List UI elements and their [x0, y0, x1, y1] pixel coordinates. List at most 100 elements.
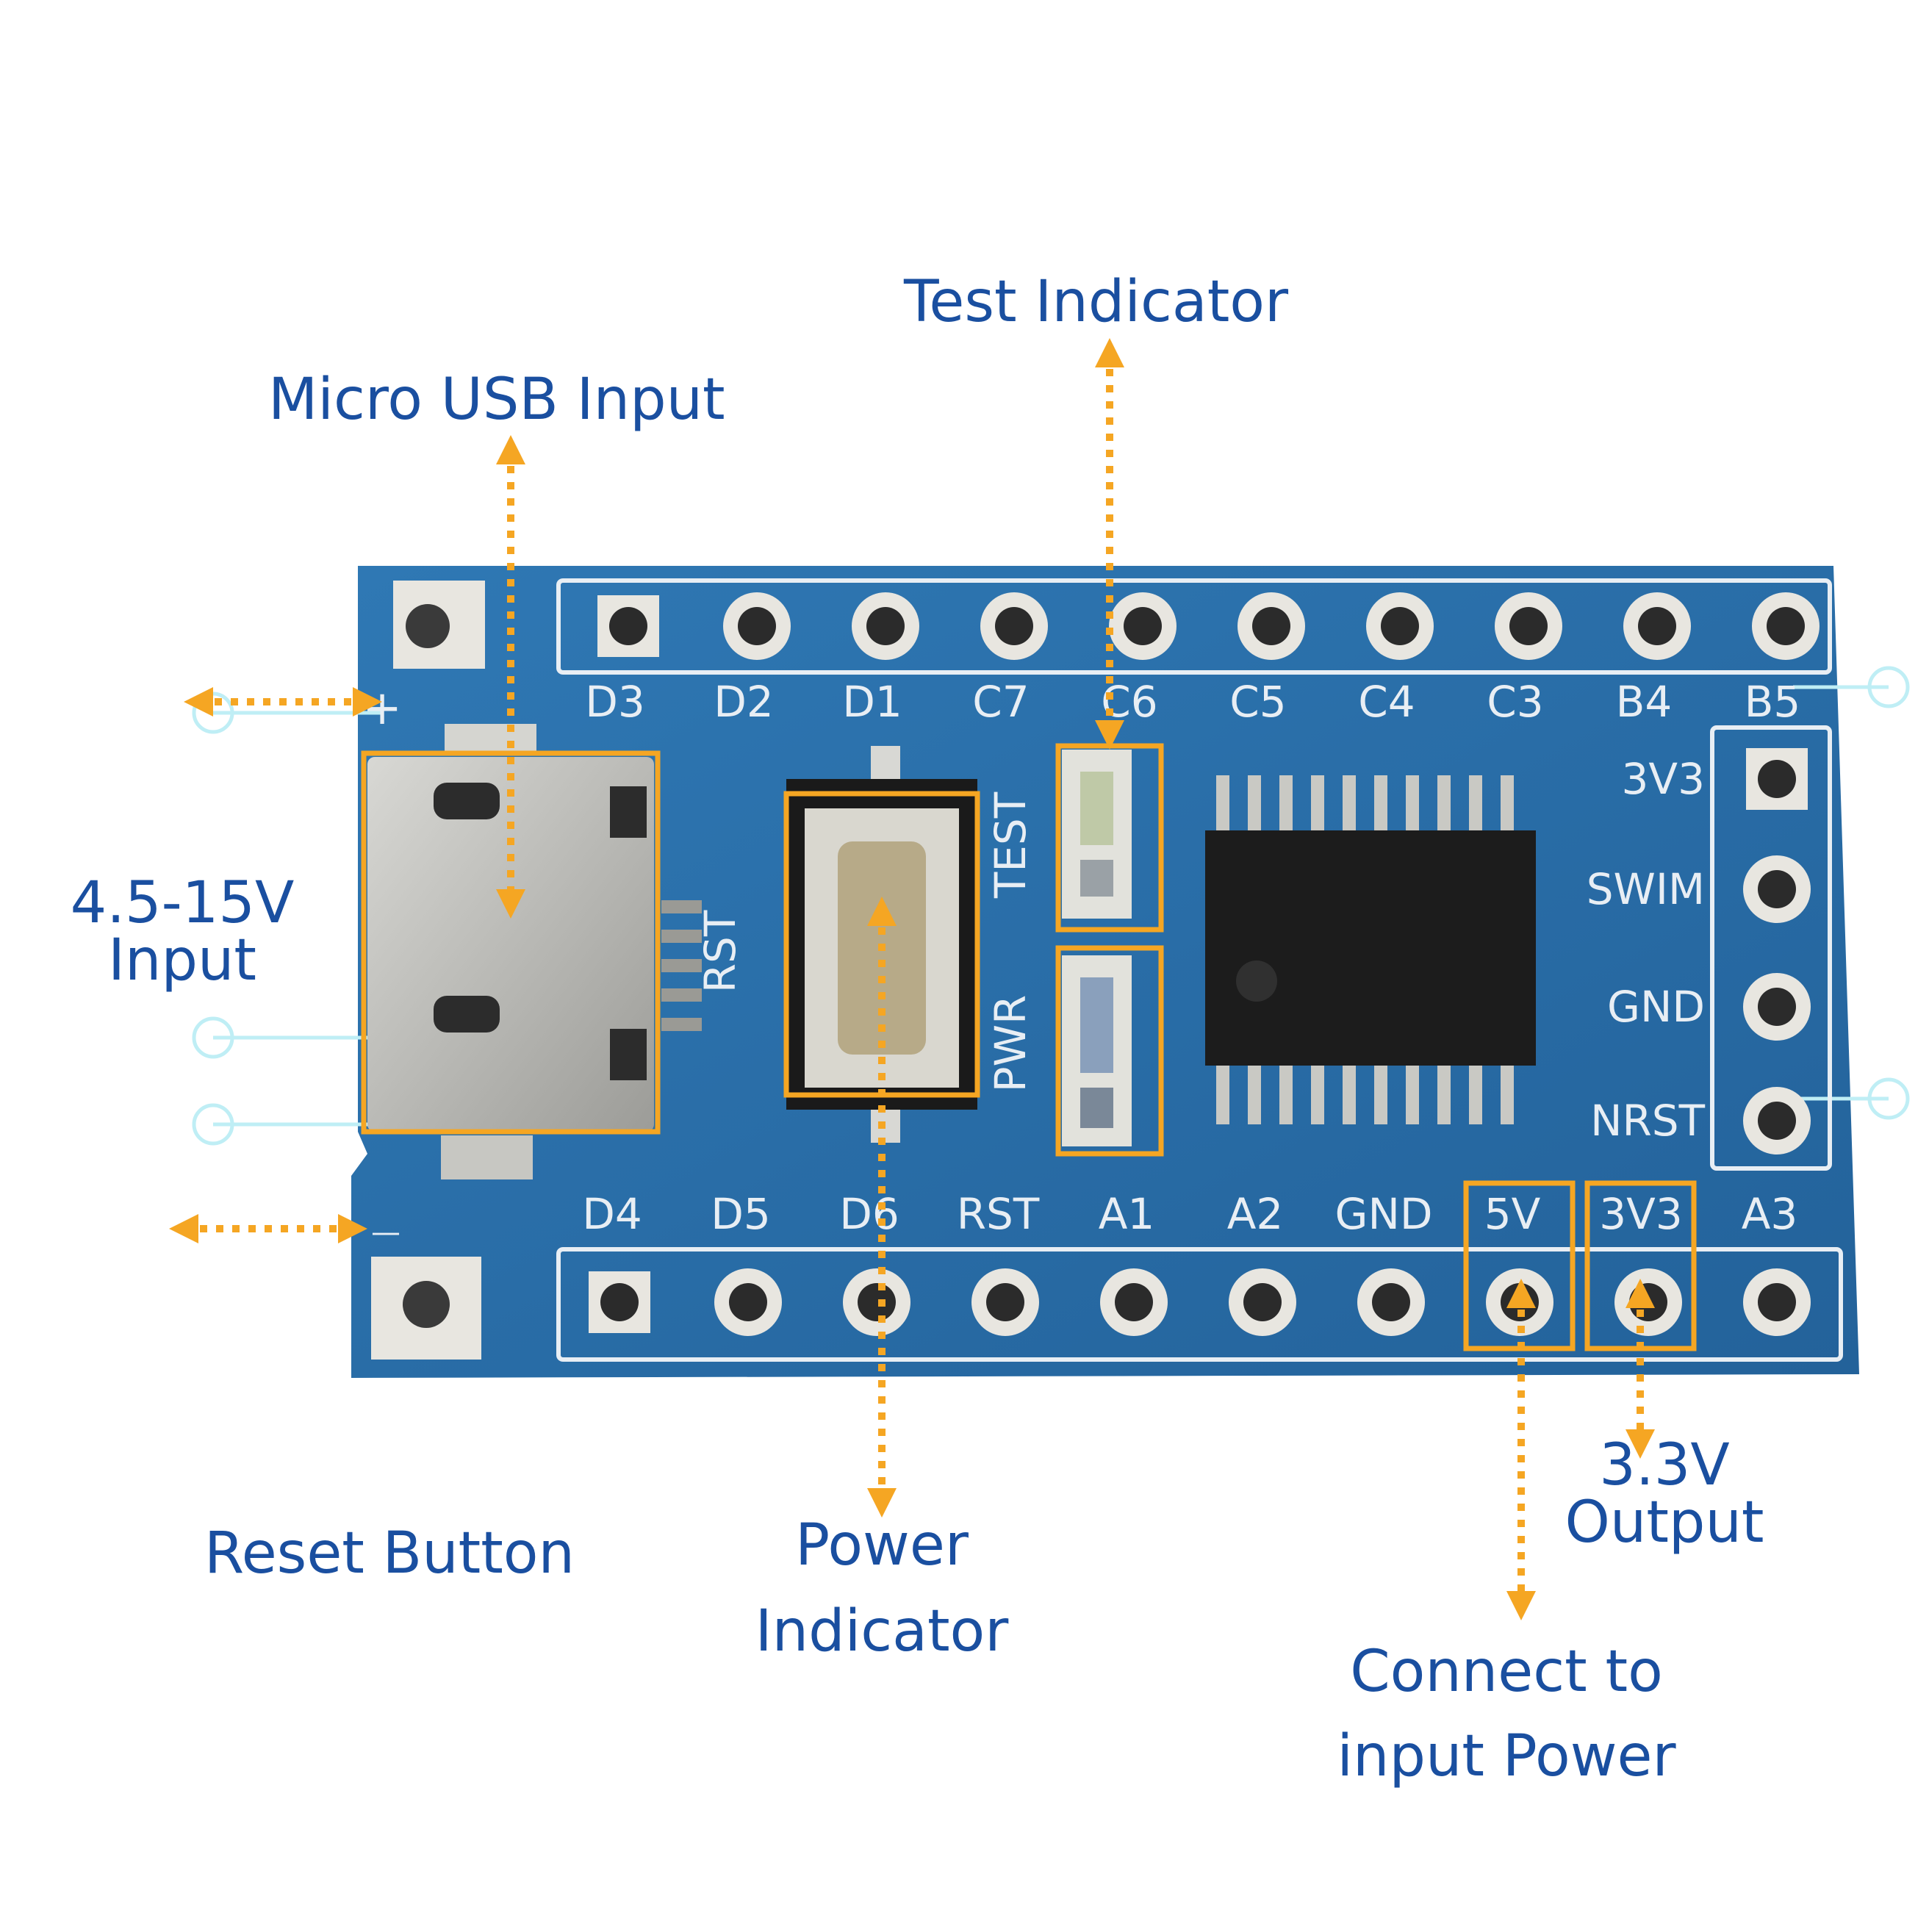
callout-power-indicator-line1: Power — [795, 1512, 969, 1579]
chip-pin — [1279, 775, 1293, 834]
chip-pin — [1374, 775, 1387, 834]
bottom-pad-gnd — [1357, 1268, 1425, 1336]
chip-pin — [1311, 775, 1324, 834]
silk-plus-label: + — [362, 681, 402, 736]
top-header-pads — [597, 592, 1820, 660]
top-pad-b5 — [1752, 592, 1820, 660]
bottom-pin-label-1: D5 — [711, 1189, 771, 1239]
callout-connect-power: Connect to input Power — [1315, 1630, 1698, 1800]
chip-pin — [1501, 1062, 1514, 1124]
side-pin-label-2: GND — [1607, 982, 1705, 1032]
top-pad-d1 — [852, 592, 919, 660]
callout-reset-button: Reset Button — [204, 1520, 575, 1587]
top-pad-c3 — [1495, 592, 1562, 660]
bottom-pad-d5 — [714, 1268, 782, 1336]
silk-test-label: TEST — [985, 791, 1035, 899]
side-pin-label-1: SWIM — [1587, 864, 1705, 914]
side-pin-label-0: 3V3 — [1622, 754, 1705, 804]
top-pin-labels: D3 D2 D1 C7 C6 C5 C4 C3 B4 B5 — [585, 677, 1800, 727]
top-pin-label-6: C4 — [1358, 677, 1415, 727]
header-outlines — [556, 578, 1843, 1362]
top-pad-d2 — [723, 592, 791, 660]
chip-pin — [1216, 1062, 1229, 1124]
callout-power-indicator-line2: Indicator — [755, 1598, 1009, 1665]
test-led — [1062, 750, 1132, 919]
callout-output-3v3: 3.3V Output — [1532, 1437, 1797, 1551]
chip-pin — [1343, 1062, 1356, 1124]
side-pad-swim — [1743, 855, 1811, 923]
callout-connect-power-line2: input Power — [1337, 1723, 1676, 1790]
callout-power-indicator: Power Indicator — [735, 1503, 1029, 1675]
bottom-pad-d4 — [589, 1271, 650, 1333]
power-led — [1062, 955, 1132, 1146]
bottom-pin-label-9: A3 — [1742, 1189, 1798, 1239]
mcu-chip — [1205, 775, 1536, 1124]
callout-input-voltage-line2: Input — [108, 927, 256, 994]
callout-output-3v3-line2: Output — [1565, 1490, 1764, 1556]
callout-input-voltage: 4.5-15V Input — [65, 875, 300, 989]
top-pin-label-2: D1 — [842, 677, 902, 727]
side-pad-3v3 — [1746, 748, 1808, 810]
bottom-pin-label-2: D6 — [839, 1189, 899, 1239]
bottom-pin-label-0: D4 — [582, 1189, 642, 1239]
top-pin-label-5: C5 — [1229, 677, 1286, 727]
chip-pin — [1248, 775, 1261, 834]
chip-pin — [1279, 1062, 1293, 1124]
top-pin-label-8: B4 — [1616, 677, 1673, 727]
callout-input-voltage-line1: 4.5-15V — [70, 870, 295, 936]
bottom-pad-d6 — [843, 1268, 910, 1336]
bottom-pad-rst — [971, 1268, 1039, 1336]
callout-micro-usb: Micro USB Input — [268, 367, 725, 433]
chip-pin — [1406, 775, 1419, 834]
bottom-pad-3v3 — [1614, 1268, 1682, 1336]
bottom-pad-a2 — [1229, 1268, 1296, 1336]
chip-pin — [1469, 775, 1482, 834]
callout-connect-power-line1: Connect to — [1350, 1639, 1663, 1705]
top-pin-label-3: C7 — [972, 677, 1029, 727]
chip-pin — [1437, 775, 1451, 834]
top-pad-c5 — [1237, 592, 1305, 660]
bottom-pin-label-3: RST — [957, 1189, 1040, 1239]
silk-rst-label: RST — [695, 910, 745, 993]
callout-output-3v3-line1: 3.3V — [1599, 1432, 1730, 1498]
top-pin-label-0: D3 — [585, 677, 645, 727]
side-pin-label-3: NRST — [1590, 1096, 1706, 1146]
chip-pin — [1343, 775, 1356, 834]
bottom-pin-label-6: GND — [1335, 1189, 1433, 1239]
bottom-pin-label-7: 5V — [1484, 1189, 1541, 1239]
top-pad-c6 — [1109, 592, 1177, 660]
chip-pin — [1248, 1062, 1261, 1124]
bottom-pin-label-8: 3V3 — [1599, 1189, 1682, 1239]
micro-usb-connector — [367, 724, 702, 1179]
top-pad-c7 — [980, 592, 1048, 660]
top-pin-label-7: C3 — [1487, 677, 1543, 727]
chip-pin — [1374, 1062, 1387, 1124]
bottom-pad-a1 — [1100, 1268, 1168, 1336]
top-pin-label-4: C6 — [1101, 677, 1157, 727]
top-pad-c4 — [1366, 592, 1434, 660]
chip-pin — [1501, 775, 1514, 834]
callout-arrows — [169, 338, 1655, 1620]
callout-test-indicator: Test Indicator — [904, 269, 1289, 335]
top-pad-d3 — [597, 595, 659, 657]
side-pad-gnd — [1743, 973, 1811, 1041]
mounting-pads — [371, 581, 485, 1360]
chip-pin — [1216, 775, 1229, 834]
bottom-pin-label-5: A2 — [1227, 1189, 1284, 1239]
power-led-highlight-box — [1055, 945, 1164, 1157]
top-pad-b4 — [1623, 592, 1691, 660]
side-header-pads — [1743, 748, 1811, 1154]
bottom-pin-label-4: A1 — [1099, 1189, 1155, 1239]
top-pin-label-9: B5 — [1745, 677, 1801, 727]
side-pad-nrst — [1743, 1087, 1811, 1154]
bottom-pad-a3 — [1743, 1268, 1811, 1336]
chip-pin — [1469, 1062, 1482, 1124]
silk-pwr-label: PWR — [985, 995, 1035, 1093]
top-pin-label-1: D2 — [714, 677, 774, 727]
bottom-pin-labels: D4 D5 D6 RST A1 A2 GND 5V 3V3 A3 — [582, 1189, 1797, 1239]
chip-pin — [1311, 1062, 1324, 1124]
silk-minus-label: — — [371, 1215, 400, 1249]
chip-pin — [1437, 1062, 1451, 1124]
